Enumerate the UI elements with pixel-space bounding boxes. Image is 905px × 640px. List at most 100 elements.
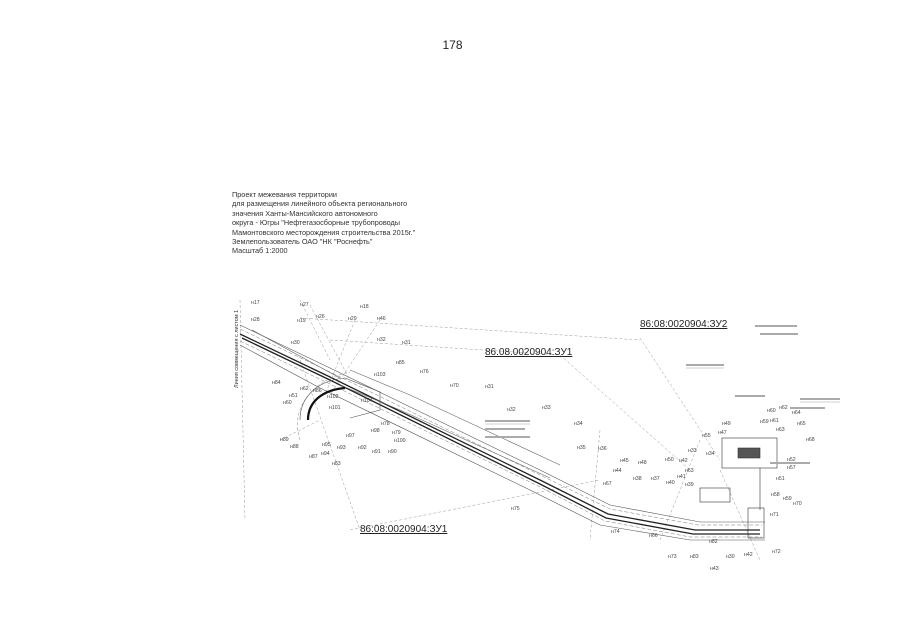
point-label: н92 (358, 445, 367, 451)
point-label: н66 (649, 533, 658, 539)
point-label: н103 (374, 372, 386, 378)
page-number: 178 (442, 38, 463, 52)
point-label: н32 (377, 337, 386, 343)
point-label: н68 (806, 437, 815, 443)
point-label: н60 (283, 400, 292, 406)
plot-label-zu1-lower: 86:08:0020904:ЗУ1 (360, 524, 448, 535)
point-label: н41 (677, 474, 686, 480)
title-line-3: значения Ханты-Мансийского автономного (232, 208, 378, 218)
point-label: н79 (392, 430, 401, 436)
point-label: н59 (760, 419, 769, 425)
point-label: н87 (309, 454, 318, 460)
point-label: н30 (726, 554, 735, 560)
point-label: н27 (300, 302, 309, 308)
left-curve-area (297, 371, 381, 441)
point-label: н30 (291, 340, 300, 346)
point-label: н32 (507, 407, 516, 413)
point-label: н84 (272, 380, 281, 386)
point-label: н58 (771, 492, 780, 498)
point-label: н98 (371, 428, 380, 434)
point-label: н40 (666, 480, 675, 486)
point-label: н52 (787, 457, 796, 463)
point-label: н37 (651, 476, 660, 482)
point-label: н62 (779, 405, 788, 411)
point-label: н17 (251, 300, 260, 306)
plot-label-zu1-upper: 86.08.0020904:ЗУ1 (485, 347, 573, 358)
point-label: н18 (360, 304, 369, 310)
pipeline-offset-lines (239, 328, 762, 538)
point-label: н50 (665, 457, 674, 463)
construction-lines (239, 299, 761, 561)
point-label: н36 (598, 446, 607, 452)
boundary-point-labels: н17 н28 н27 н26 н18 н29 н46 н19 н30 н32 … (251, 300, 815, 572)
point-label: н85 (396, 360, 405, 366)
point-label: н101 (329, 405, 341, 411)
point-label: н89 (280, 437, 289, 443)
point-label: н91 (372, 449, 381, 455)
point-label: н78 (381, 421, 390, 427)
point-label: н34 (706, 451, 715, 457)
point-label: н51 (289, 393, 298, 399)
point-label: н33 (688, 448, 697, 454)
point-label: н75 (511, 506, 520, 512)
point-label: н28 (251, 317, 260, 323)
alignment-line-note: Линия совмещения с листом 1 (234, 310, 240, 388)
point-label: н38 (633, 476, 642, 482)
point-label: н46 (377, 316, 386, 322)
point-label: н48 (638, 460, 647, 466)
title-line-6: Землепользователь ОАО "НК "Роснефть" (232, 237, 373, 247)
point-label: н104 (361, 398, 373, 404)
branch-corridor (339, 369, 561, 479)
point-label: н63 (776, 427, 785, 433)
point-label: н83 (332, 461, 341, 467)
point-label: н60 (767, 408, 776, 414)
point-label: н59 (783, 496, 792, 502)
point-label: н62 (300, 386, 309, 392)
point-label: н70 (793, 501, 802, 507)
point-label: н57 (787, 465, 796, 471)
point-label: н29 (348, 316, 357, 322)
pipeline-lines (239, 333, 760, 535)
point-label: н71 (770, 512, 779, 518)
point-label: н94 (321, 451, 330, 457)
point-label: н102 (327, 394, 339, 400)
point-label: н93 (337, 445, 346, 451)
point-label: н82 (709, 539, 718, 545)
point-label: н51 (776, 476, 785, 482)
point-label: н95 (322, 442, 331, 448)
point-label: н83 (690, 554, 699, 560)
point-label: н88 (290, 444, 299, 450)
point-label: н26 (316, 314, 325, 320)
plot-label-zu2: 86:08:0020904:ЗУ2 (640, 319, 728, 330)
point-label: н44 (613, 468, 622, 474)
point-label: н34 (574, 421, 583, 427)
point-label: н35 (577, 445, 586, 451)
point-label: н42 (679, 458, 688, 464)
point-label: н86 (313, 388, 322, 394)
title-line-7: Масштаб 1:2000 (232, 246, 288, 256)
facility-right (699, 437, 778, 539)
point-label: н65 (797, 421, 806, 427)
point-label: н76 (420, 369, 429, 375)
map-title-block: Проект межевания территории для размещен… (232, 190, 415, 256)
point-label: н74 (611, 529, 620, 535)
attribute-tags (485, 325, 840, 464)
point-label: н63 (685, 468, 694, 474)
point-label: н64 (792, 410, 801, 416)
point-label: н67 (603, 481, 612, 487)
point-label: н33 (542, 405, 551, 411)
title-line-1: Проект межевания территории (232, 190, 337, 199)
point-label: н97 (346, 433, 355, 439)
point-label: н61 (770, 418, 779, 424)
title-line-4: округа - Югры "Нефтегазосборные трубопро… (232, 218, 401, 228)
title-line-5: Мамонтовского месторождения строительств… (232, 227, 416, 237)
point-label: н31 (485, 384, 494, 390)
title-line-2: для размещения линейного объекта региона… (232, 199, 408, 209)
point-label: н70 (450, 383, 459, 389)
point-label: н43 (710, 566, 719, 572)
point-label: н39 (685, 482, 694, 488)
point-label: н19 (297, 318, 306, 324)
point-label: н90 (388, 449, 397, 455)
point-label: н45 (620, 458, 629, 464)
point-label: н73 (668, 554, 677, 560)
